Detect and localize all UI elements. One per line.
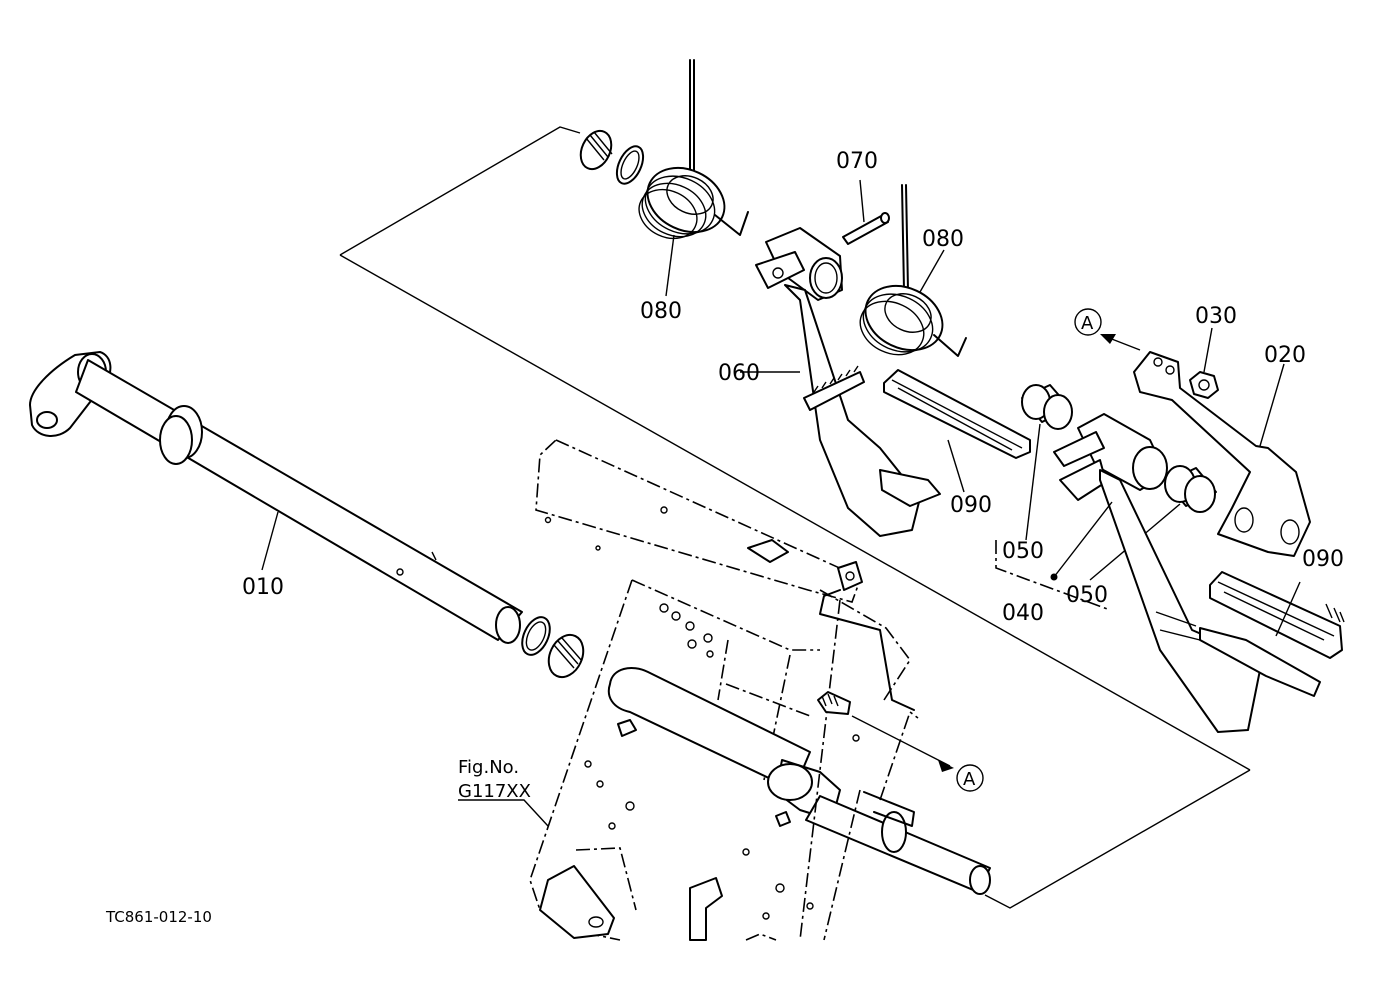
pin-070 bbox=[842, 212, 890, 245]
arrow-to-a-top bbox=[1100, 334, 1141, 351]
bushing-050-lower bbox=[1164, 465, 1217, 513]
label-020: 020 bbox=[1264, 343, 1306, 368]
drawing-code: TC861-012-10 bbox=[105, 908, 212, 926]
frame-assembly bbox=[529, 439, 991, 941]
callout-a-top bbox=[1074, 308, 1102, 336]
torsion-spring-080-left bbox=[638, 59, 749, 240]
callout-a-top-letter: A bbox=[1081, 313, 1094, 334]
label-030: 030 bbox=[1195, 304, 1237, 329]
label-060: 060 bbox=[718, 361, 760, 386]
stud-bolt bbox=[817, 691, 851, 715]
snap-ring-lower bbox=[521, 616, 551, 656]
pedal-pad-090-right bbox=[1199, 571, 1345, 697]
figure-ref-line1: Fig.No. bbox=[458, 757, 519, 778]
assembly-frame bbox=[339, 126, 1251, 909]
nut-030 bbox=[1189, 371, 1219, 399]
label-080-b: 080 bbox=[922, 227, 964, 252]
torsion-spring-080-right bbox=[859, 184, 967, 357]
needle-bearing-lower bbox=[547, 633, 585, 679]
pedal-shaft-010 bbox=[29, 351, 523, 644]
label-090-b: 090 bbox=[1302, 547, 1344, 572]
pedal-arm-040 bbox=[1053, 413, 1263, 733]
brake-pedal-arm-060 bbox=[755, 227, 941, 537]
figure-ref-line2: G117XX bbox=[458, 781, 531, 802]
pedal-pad-090-left bbox=[883, 369, 1031, 459]
label-080-a: 080 bbox=[640, 299, 682, 324]
bushing-050-upper bbox=[1021, 384, 1073, 430]
callout-a-bottom-letter: A bbox=[963, 769, 976, 790]
label-070: 070 bbox=[836, 149, 878, 174]
label-090-a: 090 bbox=[950, 493, 992, 518]
switch-bracket bbox=[819, 561, 915, 711]
arrow-to-a-bottom bbox=[851, 715, 954, 772]
label-050-a: 050 bbox=[1002, 539, 1044, 564]
label-040: 040 bbox=[1002, 601, 1044, 626]
bracket-020 bbox=[1133, 351, 1311, 557]
callout-a-bottom bbox=[956, 764, 984, 792]
label-050-b: 050 bbox=[1066, 583, 1108, 608]
label-010: 010 bbox=[242, 575, 284, 600]
snap-ring-upper bbox=[615, 145, 645, 185]
needle-bearing-upper bbox=[579, 129, 613, 171]
